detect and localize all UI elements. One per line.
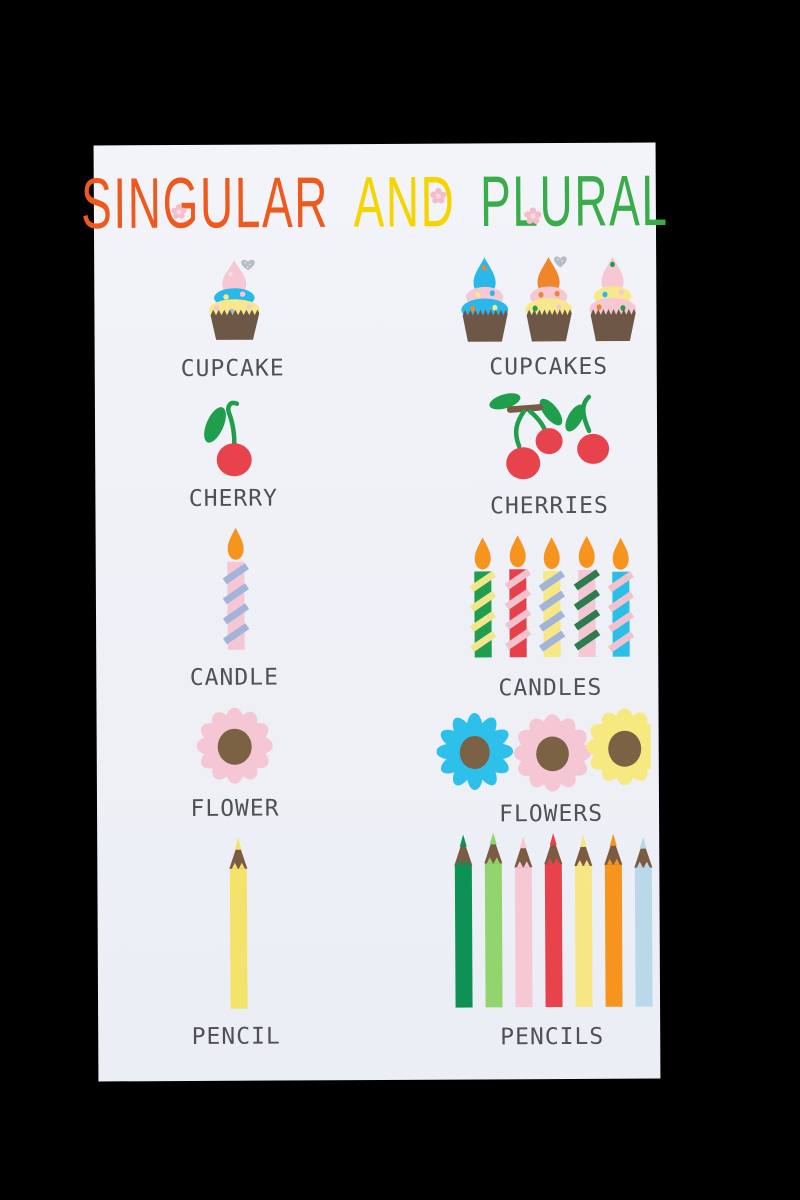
cupcake-icon xyxy=(589,256,637,342)
title-accent-flower-icon xyxy=(430,187,447,204)
cherries-icon xyxy=(489,393,610,480)
label-pencil: PENCIL xyxy=(191,1023,281,1050)
cupcake-icon xyxy=(209,259,260,340)
pencils-icon xyxy=(454,832,653,1008)
candles-icon xyxy=(469,535,635,658)
poster: SINGULAR AND PLURAL xyxy=(81,142,669,1082)
candle-icon xyxy=(538,537,566,658)
flower-icon xyxy=(513,714,592,792)
label-flowers: FLOWERS xyxy=(499,800,604,828)
label-cherry: CHERRY xyxy=(188,485,279,512)
pencil-icon xyxy=(484,832,503,1008)
flower-icon xyxy=(436,712,514,790)
label-cupcakes: CUPCAKES xyxy=(489,353,609,381)
label-candles: CANDLES xyxy=(498,674,603,702)
title-accent-flower-icon xyxy=(524,207,542,224)
pencil-icon xyxy=(454,834,473,1008)
label-pencils: PENCILS xyxy=(500,1023,605,1051)
cupcakes-icon xyxy=(461,256,637,342)
pencil-icon xyxy=(514,836,533,1008)
label-candle: CANDLE xyxy=(189,664,279,691)
flower-icon xyxy=(196,707,273,784)
candle-icon xyxy=(504,535,532,658)
label-cupcake: CUPCAKE xyxy=(180,355,285,383)
pencil-icon xyxy=(229,837,248,1009)
flower-icon xyxy=(586,708,651,786)
cherry-icon xyxy=(204,400,252,477)
title-word-singular: SINGULAR xyxy=(80,161,330,244)
pencil-icon xyxy=(634,836,653,1007)
label-cherries: CHERRIES xyxy=(489,492,609,520)
pencil-icon xyxy=(544,833,563,1008)
title-word-plural: PLURAL xyxy=(479,159,669,242)
candle-icon xyxy=(222,527,250,650)
flowers-icon xyxy=(436,708,651,792)
candle-icon xyxy=(607,537,635,657)
cupcake-icon xyxy=(525,256,573,342)
poster-title: SINGULAR AND PLURAL xyxy=(81,159,669,245)
pencil-icon xyxy=(574,834,593,1007)
candle-icon xyxy=(573,535,601,657)
label-flower: FLOWER xyxy=(190,795,280,822)
pencil-icon xyxy=(604,833,623,1007)
candle-icon xyxy=(469,537,497,658)
title-accent-flower-icon xyxy=(171,204,187,219)
cupcake-icon xyxy=(461,257,509,342)
